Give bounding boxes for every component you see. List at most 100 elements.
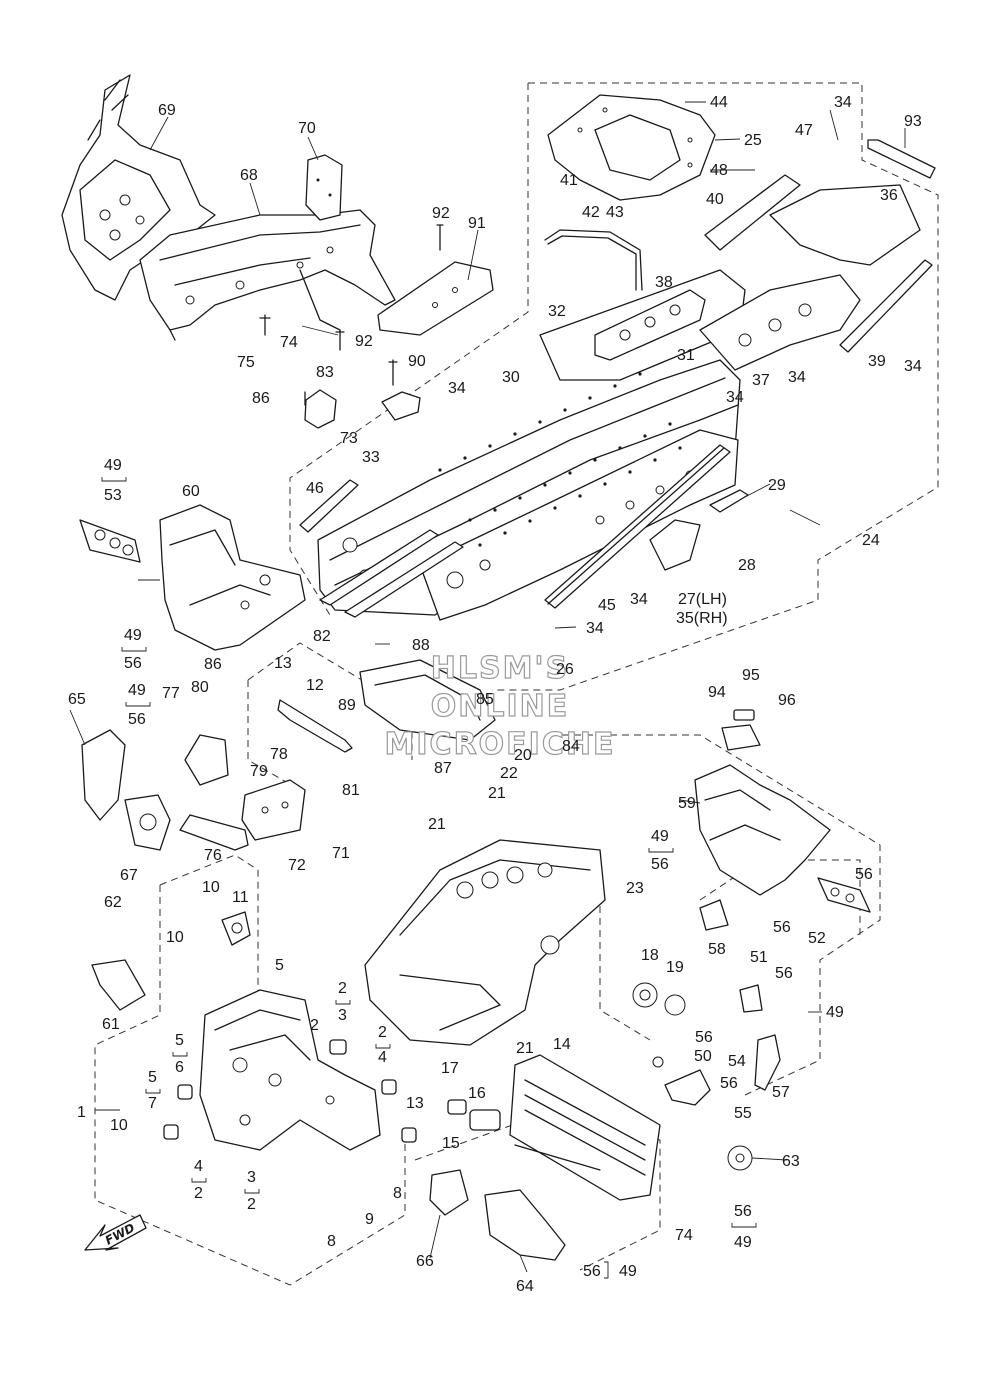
callout-63: 63	[782, 1153, 800, 1170]
callout-67: 67	[120, 867, 138, 884]
callout-34: 34	[788, 369, 806, 386]
callout-70: 70	[298, 120, 316, 137]
callout-40: 40	[706, 191, 724, 208]
callout-84: 84	[562, 738, 580, 755]
callout-60: 60	[182, 483, 200, 500]
callout-16: 16	[468, 1085, 486, 1102]
callout-52: 52	[808, 930, 826, 947]
callout-71: 71	[332, 845, 350, 862]
watermark-line-1: HLSM'S	[431, 651, 569, 686]
callout-9: 9	[365, 1211, 374, 1228]
callout-13: 13	[406, 1095, 424, 1112]
center-main-frame	[364, 839, 606, 1046]
bracket-59	[694, 764, 831, 896]
boot-64	[484, 1189, 566, 1261]
callout-18: 18	[641, 947, 659, 964]
callout-56: 56	[695, 1029, 713, 1046]
callout-17: 17	[441, 1060, 459, 1077]
callout-49: 49	[124, 627, 142, 644]
callout-56: 56	[855, 866, 873, 883]
leader-lines	[69, 101, 906, 1273]
washer-50	[652, 1056, 664, 1068]
callout-88: 88	[412, 637, 430, 654]
bracket-55	[754, 1034, 781, 1091]
bracket-54	[664, 1069, 711, 1106]
callout-34: 34	[904, 358, 922, 375]
callout-87: 87	[434, 760, 452, 777]
callout-66: 66	[416, 1253, 434, 1270]
callout-2: 2	[247, 1196, 256, 1213]
callout-65: 65	[68, 691, 86, 708]
fraction-brackets	[101, 477, 757, 1279]
callout-53: 53	[104, 487, 122, 504]
callout-80: 80	[191, 679, 209, 696]
callout-43: 43	[606, 204, 624, 221]
callout-74: 74	[280, 334, 298, 351]
callout-77: 77	[162, 685, 180, 702]
guard-65	[81, 729, 126, 821]
bracket-94	[721, 724, 761, 751]
bracket-83	[304, 389, 337, 429]
callout-50: 50	[694, 1048, 712, 1065]
callout-20: 20	[514, 747, 532, 764]
callout-labels: 69 68 70 92 91 75 74 92 90 86 83 73 30 3…	[68, 94, 922, 1295]
callout-74: 74	[675, 1227, 693, 1244]
callout-69: 69	[158, 102, 176, 119]
plate-27-35	[649, 519, 701, 571]
callout-8: 8	[393, 1185, 402, 1202]
callout-10: 10	[166, 929, 184, 946]
callout-4: 4	[378, 1049, 387, 1066]
callout-56: 56	[651, 856, 669, 873]
callout-41: 41	[560, 172, 578, 189]
callout-64: 64	[516, 1278, 534, 1295]
watermark: HLSM'S ONLINE MICROFICHE	[384, 650, 614, 762]
callout-46: 46	[306, 480, 324, 497]
callout-56: 56	[720, 1075, 738, 1092]
callout-8: 8	[327, 1233, 336, 1250]
plate-91	[377, 261, 494, 336]
callout-34: 34	[630, 591, 648, 608]
slide-rail-45	[544, 444, 731, 609]
callout-58: 58	[708, 941, 726, 958]
rails-82	[319, 529, 464, 618]
callout-23: 23	[626, 880, 644, 897]
callout-34: 34	[586, 620, 604, 637]
callout-56: 56	[734, 1203, 752, 1220]
callout-91: 91	[468, 215, 486, 232]
callout-3: 3	[338, 1007, 347, 1024]
callout-27-lh: 27(LH)	[678, 591, 727, 608]
callout-5: 5	[175, 1032, 184, 1049]
bracket-70	[305, 154, 343, 221]
callout-47: 47	[795, 122, 813, 139]
callout-85: 85	[476, 691, 494, 708]
callout-92: 92	[432, 205, 450, 222]
callout-56: 56	[775, 965, 793, 982]
callout-93: 93	[904, 113, 922, 130]
callout-75: 75	[237, 354, 255, 371]
rear-plate-25	[547, 94, 716, 201]
callout-54: 54	[728, 1053, 746, 1070]
plate-87	[359, 659, 496, 741]
callout-51: 51	[750, 949, 768, 966]
cooler-14	[509, 1054, 661, 1201]
callout-45: 45	[598, 597, 616, 614]
side-rail-39	[839, 259, 933, 353]
callout-86: 86	[252, 390, 270, 407]
callout-6: 6	[175, 1059, 184, 1076]
callout-32: 32	[548, 303, 566, 320]
brace-76	[179, 814, 249, 851]
shaft-15-17	[447, 1099, 601, 1171]
callout-34: 34	[448, 380, 466, 397]
watermark-line-2: ONLINE	[431, 689, 570, 724]
callout-95: 95	[742, 667, 760, 684]
bracket-79	[184, 734, 229, 786]
callout-72: 72	[288, 857, 306, 874]
callout-49: 49	[619, 1263, 637, 1280]
callout-25: 25	[744, 132, 762, 149]
cover-67	[124, 794, 171, 851]
callout-38: 38	[655, 274, 673, 291]
callout-94: 94	[708, 684, 726, 701]
callout-21: 21	[516, 1040, 534, 1057]
callout-55: 55	[734, 1105, 752, 1122]
upper-frame-bar-68	[139, 209, 396, 341]
